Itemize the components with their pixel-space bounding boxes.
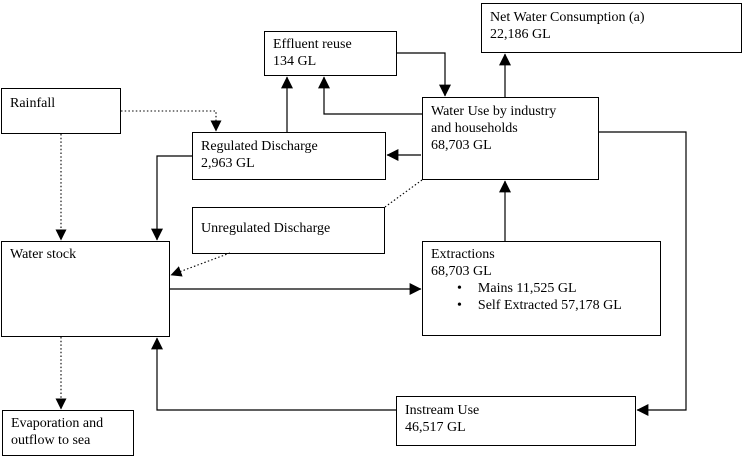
- extractions-bullet-self-extracted: • Self Extracted 57,178 GL: [431, 297, 652, 314]
- bullet-text: Mains 11,525 GL: [477, 281, 577, 296]
- node-value: 46,517 GL: [405, 420, 466, 435]
- node-value: 2,963 GL: [201, 156, 255, 171]
- edge-water-use-to-unregulated-discharge: [384, 179, 423, 208]
- node-label: Unregulated Discharge: [201, 221, 331, 236]
- node-extractions: Extractions 68,703 GL • Mains 11,525 GL …: [422, 241, 661, 336]
- node-value: 134 GL: [273, 54, 317, 69]
- node-label: Net Water Consumption (a): [490, 10, 645, 25]
- edge-unregulated-discharge-to-water-stock: [170, 252, 231, 277]
- bullet-text: Self Extracted 57,178 GL: [477, 298, 622, 313]
- node-effluent-reuse: Effluent reuse 134 GL: [264, 31, 397, 76]
- node-regulated-discharge: Regulated Discharge 2,963 GL: [192, 132, 386, 180]
- node-water-use: Water Use by industry and households 68,…: [422, 97, 599, 180]
- node-water-stock: Water stock: [1, 241, 170, 337]
- edge-water-use-to-effluent-reuse: [318, 76, 422, 115]
- node-evaporation-outflow: Evaporation and outflow to sea: [2, 410, 134, 456]
- bullet-icon: •: [457, 281, 462, 296]
- node-label: and households: [431, 121, 518, 136]
- edge-rainfall-to-regulated-discharge: [121, 110, 222, 132]
- node-label: Regulated Discharge: [201, 139, 318, 154]
- node-net-water-consumption: Net Water Consumption (a) 22,186 GL: [481, 3, 742, 53]
- node-label: Instream Use: [405, 403, 480, 418]
- edge-effluent-reuse-to-water-use: [397, 52, 451, 97]
- node-label: Rainfall: [10, 96, 56, 111]
- node-label: Evaporation and: [11, 416, 104, 431]
- node-value: 68,703 GL: [431, 264, 492, 279]
- node-value: 68,703 GL: [431, 138, 492, 153]
- node-label: Water stock: [10, 247, 77, 262]
- node-value: 22,186 GL: [490, 27, 551, 42]
- node-unregulated-discharge: Unregulated Discharge: [192, 207, 385, 254]
- node-label: Effluent reuse: [273, 37, 352, 52]
- bullet-icon: •: [457, 298, 462, 313]
- node-rainfall: Rainfall: [1, 88, 121, 134]
- edge-instream-use-to-water-stock: [151, 337, 396, 411]
- node-label: Extractions: [431, 247, 495, 262]
- node-instream-use: Instream Use 46,517 GL: [396, 396, 636, 446]
- node-label: outflow to sea: [11, 433, 91, 448]
- edge-regulated-discharge-to-water-stock: [151, 155, 192, 241]
- node-label: Water Use by industry: [431, 104, 557, 119]
- extractions-bullet-mains: • Mains 11,525 GL: [431, 280, 652, 297]
